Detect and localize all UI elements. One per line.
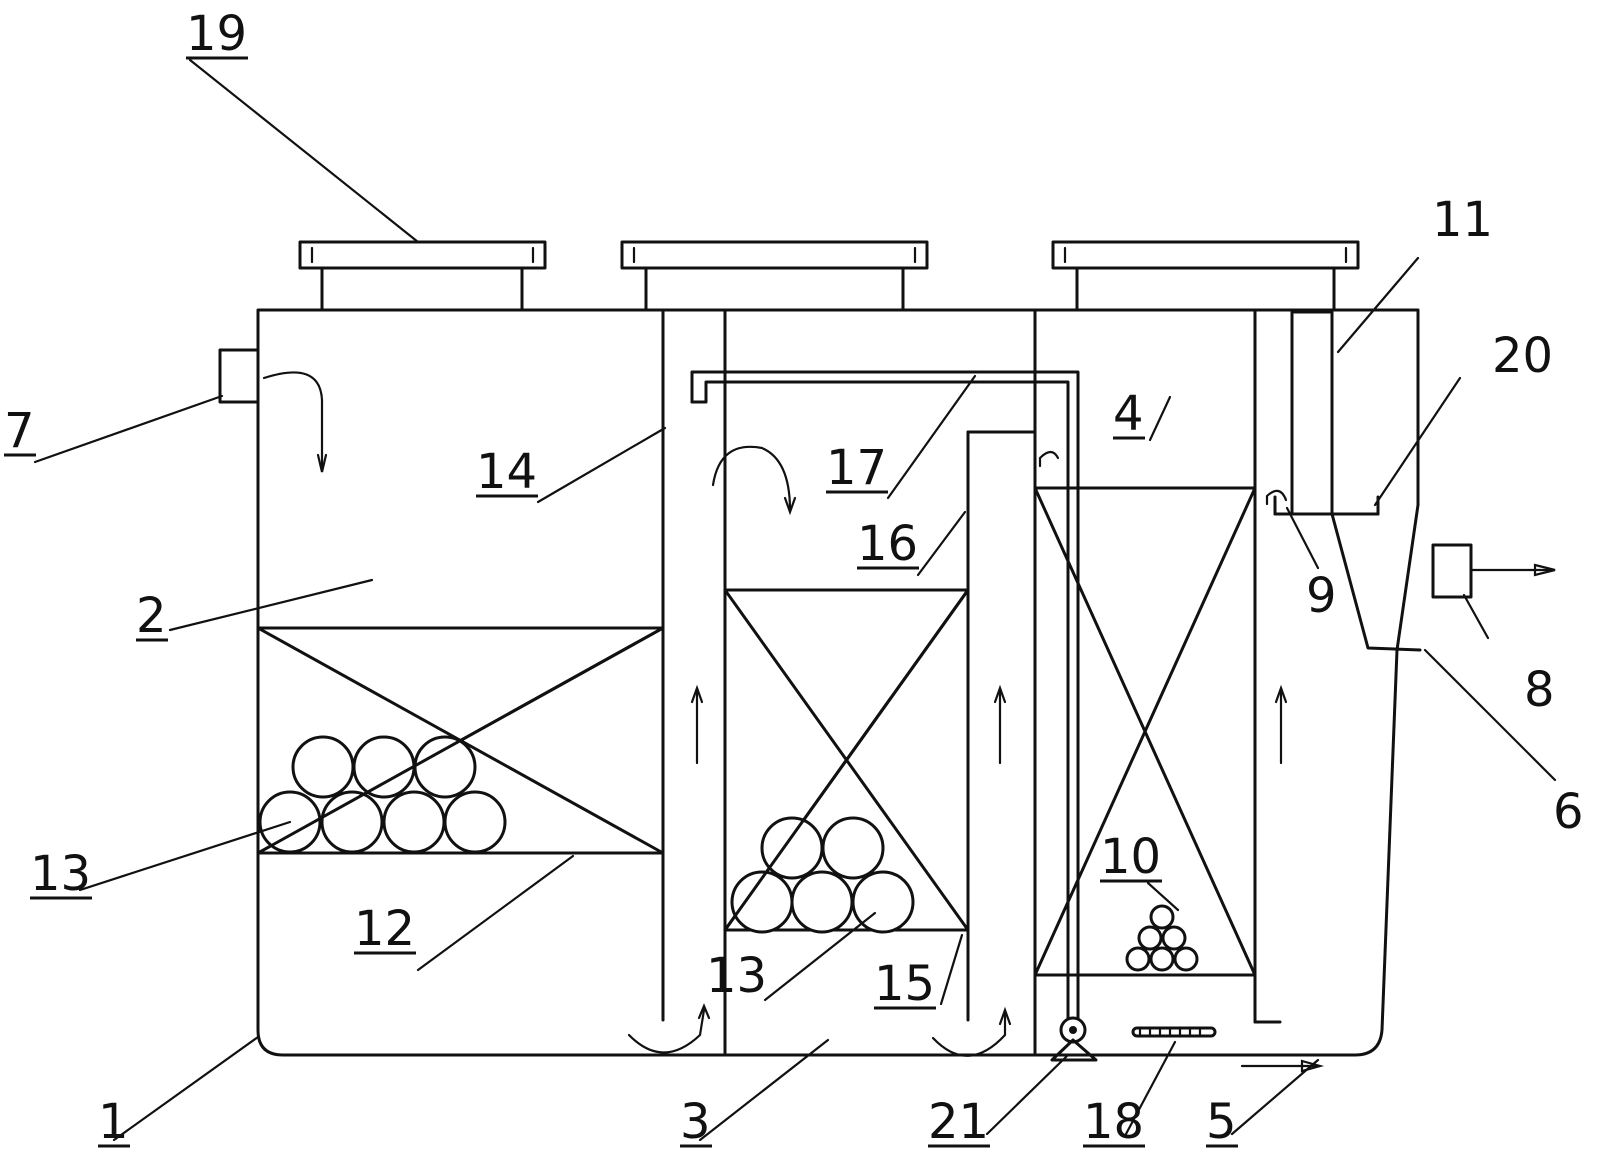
label-13-middle: 13 (706, 948, 767, 1004)
filler-balls-2 (730, 816, 915, 934)
label-3: 3 (680, 1094, 711, 1150)
filler-frame-3 (1033, 486, 1257, 977)
outlet-channel (1273, 310, 1422, 652)
manhole-cover-3 (1051, 240, 1360, 312)
reflux-pipe (690, 370, 1080, 1020)
label-15: 15 (874, 956, 935, 1012)
label-8: 8 (1524, 662, 1555, 718)
label-17: 17 (826, 440, 887, 496)
label-7: 7 (4, 403, 35, 459)
pump-21 (1050, 1016, 1098, 1062)
label-2: 2 (136, 588, 167, 644)
label-5: 5 (1206, 1094, 1237, 1150)
label-21: 21 (928, 1094, 989, 1150)
label-18: 18 (1083, 1094, 1144, 1150)
label-11: 11 (1432, 192, 1493, 248)
outlet-pipe (1431, 543, 1473, 599)
label-19: 19 (186, 6, 247, 62)
manhole-cover-2 (620, 240, 929, 312)
label-14: 14 (476, 444, 537, 500)
label-9: 9 (1306, 568, 1337, 624)
flow-arrow-chamber2-to-3 (627, 1008, 706, 1054)
label-16: 16 (857, 516, 918, 572)
label-4: 4 (1113, 386, 1144, 442)
label-10: 10 (1100, 829, 1161, 885)
flow-arrow-chamber3-to-4 (931, 1010, 1007, 1057)
label-6: 6 (1553, 784, 1584, 840)
filler-balls-1 (258, 735, 507, 854)
labels: 19 7 2 13 12 14 17 16 4 13 15 10 11 20 9… (4, 6, 1584, 1150)
inlet-flow-arrow (262, 371, 324, 470)
leader-lines (33, 58, 1557, 1142)
inlet-pipe (218, 348, 260, 404)
label-12: 12 (354, 901, 415, 957)
label-13-left: 13 (30, 846, 91, 902)
filler-balls-3 (1125, 904, 1199, 972)
tank-body (256, 308, 1420, 1057)
label-20: 20 (1492, 328, 1553, 384)
label-1: 1 (98, 1094, 129, 1150)
manhole-cover-1 (298, 240, 547, 312)
aerator-18 (1131, 1026, 1217, 1038)
